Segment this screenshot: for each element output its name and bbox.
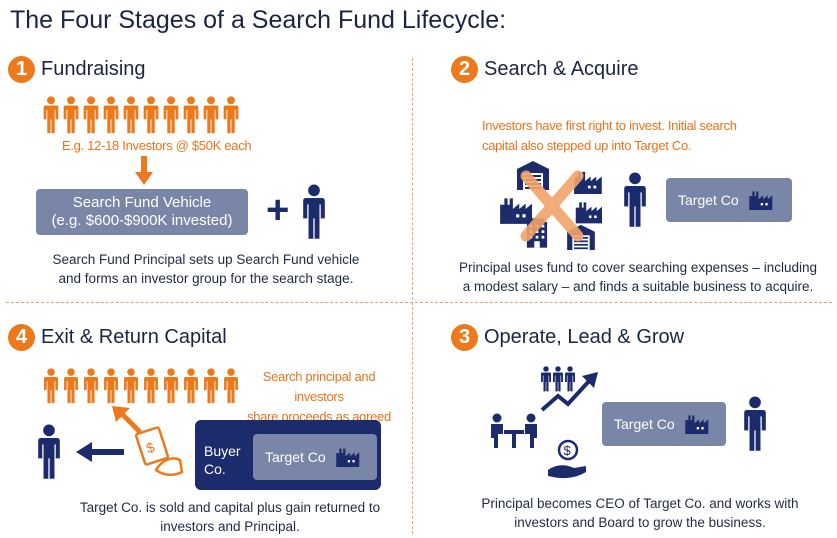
ceo-person-icon <box>742 396 768 452</box>
buyer-co-label: Buyer Co. <box>204 442 241 478</box>
principal-person-icon <box>36 424 62 480</box>
description-line: Search Fund Principal sets up Search Fun… <box>52 252 360 267</box>
target-co-label: Target Co <box>678 192 739 208</box>
stage-title: Fundraising <box>41 58 146 80</box>
operate-description: Principal becomes CEO of Target Co. and … <box>462 494 818 532</box>
cross-out-icon <box>520 170 584 242</box>
target-co-box: Target Co <box>253 434 377 480</box>
plus-sign: + <box>266 188 290 232</box>
svg-text:$: $ <box>144 439 157 457</box>
arrow-down-icon <box>135 156 153 185</box>
factory-icon <box>334 447 360 467</box>
description-line: investors and Principal. <box>160 519 300 534</box>
search-description: Principal uses fund to cover searching e… <box>452 258 824 296</box>
principal-person-icon <box>622 172 648 228</box>
investor-group-icon <box>42 96 240 134</box>
factory-icon <box>747 190 773 210</box>
note-line: Search principal and investors <box>262 369 376 404</box>
page-title: The Four Stages of a Search Fund Lifecyc… <box>10 6 507 34</box>
stage-number-badge: 2 <box>451 56 478 83</box>
target-co-box: Target Co <box>666 178 792 222</box>
note-line: Investors have first right to invest. In… <box>482 118 737 133</box>
stage-title: Search & Acquire <box>484 58 639 80</box>
search-note: Investors have first right to invest. In… <box>482 116 737 156</box>
principal-person-icon <box>301 184 327 240</box>
arrow-left-icon <box>76 442 124 462</box>
exit-note: Search principal and investors share pro… <box>244 367 394 427</box>
description-line: Target Co. is sold and capital plus gain… <box>79 500 381 515</box>
meeting-table-icon <box>491 413 537 448</box>
investor-group-icon <box>42 368 240 404</box>
description-line: and forms an investor group for the sear… <box>58 271 354 286</box>
stage-number-badge: 3 <box>451 324 478 351</box>
exit-description: Target Co. is sold and capital plus gain… <box>60 498 400 536</box>
fundraising-description: Search Fund Principal sets up Search Fun… <box>26 250 386 288</box>
target-co-label: Target Co <box>265 449 326 465</box>
money-hand-icon: $ <box>548 439 586 479</box>
svg-text:$: $ <box>564 443 572 458</box>
growth-team-icon <box>540 366 598 412</box>
vertical-divider <box>412 58 413 534</box>
buyer-line: Buyer <box>204 443 241 459</box>
arrow-up-left-icon <box>112 406 142 434</box>
factory-icon <box>683 414 709 434</box>
vehicle-amount: (e.g. $600-$900K invested) <box>51 212 233 229</box>
note-line: capital also stepped up into Target Co. <box>482 138 692 153</box>
cash-payment-icon: $ <box>134 426 184 476</box>
stage-number-badge: 1 <box>8 56 35 83</box>
investor-caption: E.g. 12-18 Investors @ $50K each <box>62 138 252 153</box>
stage-operate-header: 3 Operate, Lead & Grow <box>451 324 684 351</box>
target-co-box: Target Co <box>602 402 726 446</box>
stage-fundraising-header: 1 Fundraising <box>8 56 146 83</box>
stage-search-header: 2 Search & Acquire <box>451 56 639 83</box>
description-line: Principal becomes CEO of Target Co. and … <box>481 496 799 511</box>
buyer-line: Co. <box>204 461 226 477</box>
search-fund-vehicle-box: Search Fund Vehicle (e.g. $600-$900K inv… <box>36 189 248 235</box>
horizontal-divider <box>6 302 832 303</box>
stage-number-badge: 4 <box>8 324 35 351</box>
description-line: investors and Board to grow the business… <box>514 515 766 530</box>
stage-exit-header: 4 Exit & Return Capital <box>8 324 227 351</box>
description-line: Principal uses fund to cover searching e… <box>459 260 817 275</box>
candidate-businesses-cluster <box>498 160 608 252</box>
target-co-label: Target Co <box>614 416 675 432</box>
stage-title: Exit & Return Capital <box>41 326 227 348</box>
vehicle-label: Search Fund Vehicle <box>72 194 212 211</box>
stage-title: Operate, Lead & Grow <box>484 326 685 348</box>
description-line: a modest salary – and finds a suitable b… <box>462 279 814 294</box>
buyer-co-box: Buyer Co. Target Co <box>195 420 381 490</box>
